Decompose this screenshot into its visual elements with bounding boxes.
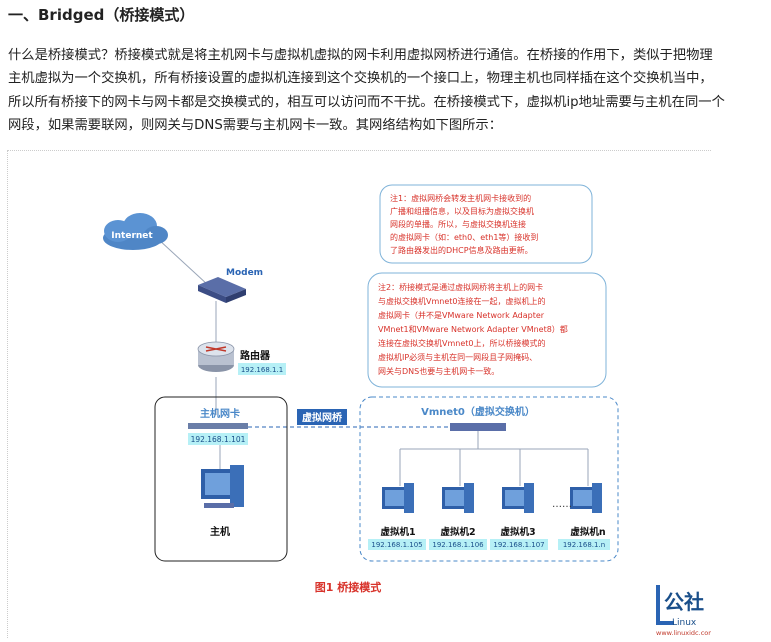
vm-name: 虚拟机2 <box>440 526 475 538</box>
note2-line: 网关与DNS也要与主机网卡一致。 <box>378 366 499 376</box>
paragraph-line: 网段，如果需要联网，则网关与DNS需要与主机网卡一致。其网络结构如下图所示： <box>8 117 503 133</box>
paragraph-line: 什么是桥接模式？桥接模式就是将主机网卡与虚拟机虚拟的网卡利用虚拟网桥进行通信。在… <box>8 48 713 63</box>
router-label: 路由器 <box>240 349 271 362</box>
note1-box <box>379 184 593 264</box>
vm-ip-box <box>368 539 426 550</box>
host-ip: 192.168.1.101 <box>191 435 246 444</box>
host-computer-icon <box>201 465 244 508</box>
vm-computer-icon <box>570 483 602 513</box>
note1-line: 广播和组播信息，以及目标为虚拟交换机 <box>390 206 534 216</box>
note2-box <box>367 272 607 388</box>
vm-computer-icon <box>382 483 414 513</box>
diagram-canvas: Internet Modem 路由器 192.168.1.1 主机网卡 192.… <box>103 184 715 637</box>
note1-line: 注1：虚拟网桥会转发主机网卡接收到的 <box>390 193 531 203</box>
vmnet0-frame <box>359 396 619 562</box>
host-label: 主机 <box>210 525 230 538</box>
bridge-label: 虚拟网桥 <box>302 411 343 424</box>
note2-line: 连接在虚拟交换机Vmnet0上，所以桥接模式的 <box>378 338 545 348</box>
note2-line: 与虚拟交换机Vmnet0连接在一起，虚拟机上的 <box>378 296 545 306</box>
host-nic-icon <box>188 423 248 429</box>
paragraph-line: 主机虚拟为一个交换机，所有桥接设置的虚拟机连接到这个交换机的一个接口上，物理主机… <box>8 71 713 87</box>
host-nic-label: 主机网卡 <box>200 407 240 420</box>
note1-line: 的虚拟网卡（如：eth0、eth1等）接收到 <box>390 232 538 242</box>
host-group-frame <box>154 396 288 562</box>
figure-caption: 图1 桥接模式 <box>315 580 381 594</box>
section-heading: 一、Bridged（桥接模式） <box>8 6 195 24</box>
internet-cloud-icon <box>103 213 168 250</box>
note2-line: 注2：桥接模式是通过虚拟网桥将主机上的网卡 <box>378 282 543 292</box>
modem-icon <box>198 277 246 303</box>
paragraph-line: 所以所有桥接下的网卡与网卡都是交换模式的，相互可以访问而不干扰。在桥接模式下，虚… <box>8 94 725 110</box>
svg-text:www.linuxidc.com: www.linuxidc.com <box>656 629 711 637</box>
vm-ip-box <box>558 539 610 550</box>
linux-gongshe-logo: 公社 Linux www.linuxidc.com <box>656 585 715 637</box>
vm-ip: 192.168.1.106 <box>432 541 484 549</box>
bridged-network-diagram: Internet Modem 路由器 192.168.1.1 主机网卡 192.… <box>7 150 715 638</box>
note1-line: 网段的单播。所以，与虚拟交换机连接 <box>390 219 526 229</box>
vm-ip: 192.168.1.105 <box>371 541 422 549</box>
internet-label: Internet <box>111 231 153 241</box>
vm-name: 虚拟机n <box>570 526 606 538</box>
vm-ip-box <box>429 539 487 550</box>
note2-line: VMnet1和VMware Network Adapter VMnet8）都 <box>378 325 568 334</box>
modem-label: Modem <box>226 268 263 278</box>
router-ip: 192.168.1.1 <box>241 366 283 374</box>
bridge-badge <box>297 409 347 425</box>
svg-text:Linux: Linux <box>672 618 697 628</box>
router-icon <box>197 341 235 372</box>
router-ip-box <box>238 363 286 375</box>
intro-paragraph: 什么是桥接模式？桥接模式就是将主机网卡与虚拟机虚拟的网卡利用虚拟网桥进行通信。在… <box>8 44 768 137</box>
host-ip-box <box>188 433 248 445</box>
vm-name: 虚拟机1 <box>380 526 415 538</box>
vm-ip-box <box>490 539 548 550</box>
note2-line: 虚拟网卡（并不是VMware Network Adapter <box>378 310 545 320</box>
note1-line: 了路由器发出的DHCP信息及路由更新。 <box>390 245 533 255</box>
vm-ip: 192.168.1.107 <box>493 541 544 549</box>
svg-text:公社: 公社 <box>664 590 704 614</box>
vm-computer-icon <box>442 483 474 513</box>
switch-label: Vmnet0（虚拟交换机） <box>421 405 535 418</box>
vm-ip: 192.168.1.n <box>563 541 605 549</box>
vm-computer-icon <box>502 483 534 513</box>
vm-ellipsis: …… <box>552 499 572 510</box>
vm-name: 虚拟机3 <box>500 526 535 538</box>
switch-icon <box>450 423 506 431</box>
note2-line: 虚拟机IP必须与主机在同一网段且子网掩码、 <box>378 352 537 362</box>
